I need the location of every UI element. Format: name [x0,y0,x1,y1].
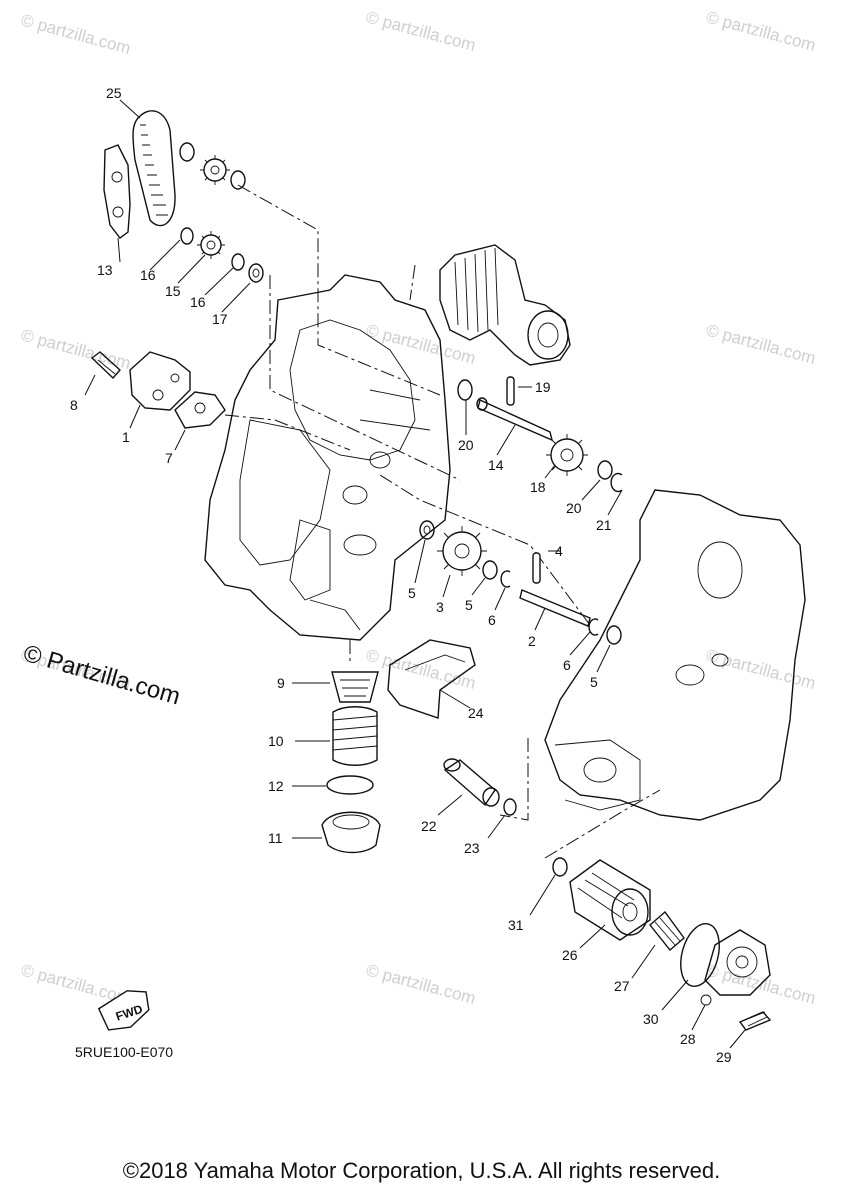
watermark: © partzilla.com [19,11,133,59]
callout-23: 23 [464,840,480,856]
diagram-code: 5RUE100-E070 [75,1044,173,1060]
callout-31: 31 [508,917,524,933]
callout-4: 4 [555,543,563,559]
callout-2: 2 [528,633,536,649]
callout-15: 15 [165,283,181,299]
callout-5: 5 [590,674,598,690]
watermark: © partzilla.com [364,646,478,694]
callout-28: 28 [680,1031,696,1047]
callout-27: 27 [614,978,630,994]
watermark: © partzilla.com [704,646,818,694]
callout-12: 12 [268,778,284,794]
callout-20: 20 [566,500,582,516]
callout-8: 8 [70,397,78,413]
left-crankcase [204,274,451,641]
part-pump-shaft-group [457,376,623,493]
callout-24: 24 [468,705,484,721]
part-oil-pump [90,351,226,429]
callout-7: 7 [165,450,173,466]
callout-16: 16 [140,267,156,283]
part-cam-chain [132,110,176,227]
callout-5: 5 [408,585,416,601]
watermark: © partzilla.com [704,321,818,369]
callout-1: 1 [122,429,130,445]
callout-14: 14 [488,457,504,473]
fwd-arrow: FWD [97,990,150,1031]
part-strainer-group [321,671,381,854]
right-crankcase [544,489,806,821]
callout-30: 30 [643,1011,659,1027]
callout-leaders [84,99,746,1049]
callout-21: 21 [596,517,612,533]
watermark: © partzilla.com [364,961,478,1009]
part-relief-valve [443,758,517,816]
callouts: 25 13 16 15 16 17 8 1 7 19 20 14 18 20 2… [70,85,732,1065]
assembly-lines [224,184,661,859]
callout-10: 10 [268,733,284,749]
callout-26: 26 [562,947,578,963]
callout-22: 22 [421,818,437,834]
watermark-layer: © partzilla.com © partzilla.com © partzi… [19,8,818,1009]
callout-20: 20 [458,437,474,453]
side-watermark: © Partzilla.com [20,640,183,711]
watermark: © partzilla.com [364,8,478,56]
part-oil-filter-group [552,857,772,1031]
copyright-notice: ©2018 Yamaha Motor Corporation, U.S.A. A… [122,1158,721,1183]
callout-11: 11 [268,830,283,846]
callout-29: 29 [716,1049,732,1065]
callout-19: 19 [535,379,551,395]
callout-9: 9 [277,675,285,691]
part-top-small-parts [179,142,264,283]
part-drive-gear-group [419,520,622,645]
callout-17: 17 [212,311,228,327]
callout-13: 13 [97,262,113,278]
watermark: © partzilla.com [704,8,818,56]
callout-5: 5 [465,597,473,613]
part-balancer-shaft [439,244,571,366]
callout-6: 6 [488,612,496,628]
callout-18: 18 [530,479,546,495]
callout-3: 3 [436,599,444,615]
callout-6: 6 [563,657,571,673]
callout-25: 25 [106,85,122,101]
callout-16: 16 [190,294,206,310]
part-chain-guide [103,144,131,239]
